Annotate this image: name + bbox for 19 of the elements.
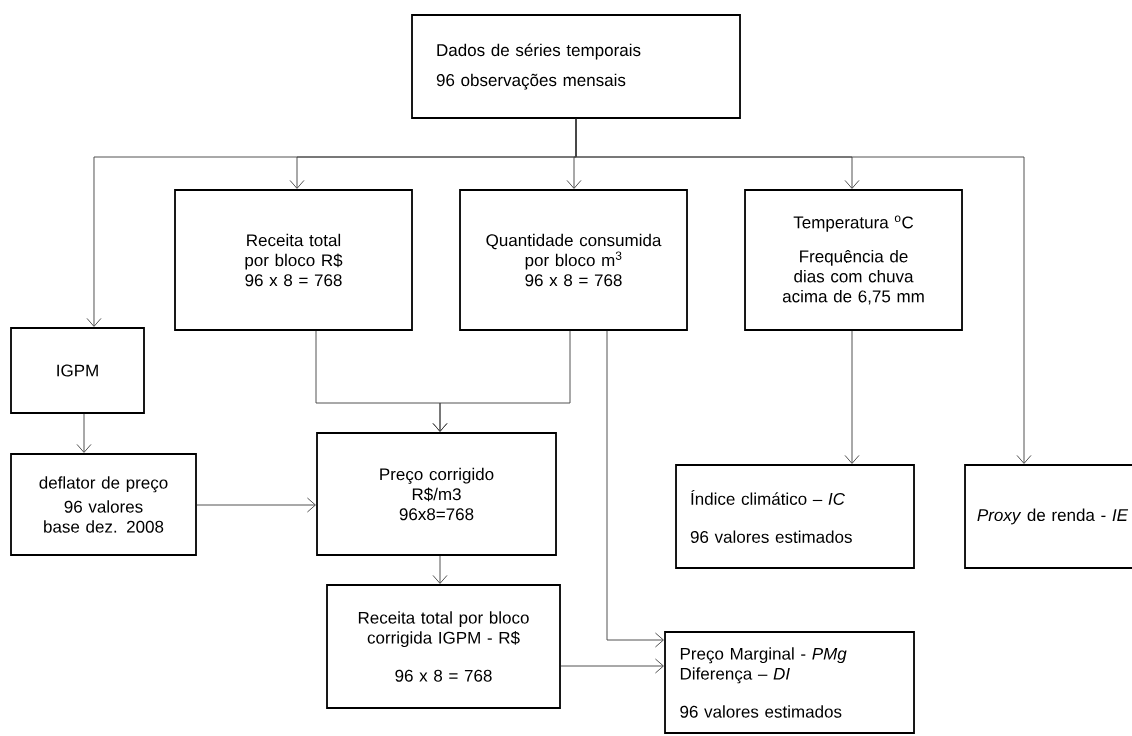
arrow (76, 413, 92, 453)
process-box: IGPM (10, 327, 145, 414)
arrow (560, 658, 664, 674)
arrow (575, 118, 1032, 464)
process-box: Quantidade consumida por bloco m$^{3}$ 96 x 8 = 768 (459, 189, 688, 331)
process-box: Temperatura $^{o}$C Frequência de dias com chuva acima de 6,75 mm (744, 189, 963, 331)
process-box: Receita total por bloco corrigida IGPM - R$ 96 x 8 = 768 (326, 584, 561, 709)
process-box: deflator de preço 96 valores base dez. 2008 (10, 453, 197, 556)
arrow (844, 330, 860, 464)
process-box: Proxy de renda - IE (964, 464, 1132, 569)
process-box: Receita total por bloco R$ 96 x 8 = 768 (174, 189, 413, 331)
process-box: Índice climático – IC 96 valores estimados (675, 464, 915, 569)
arrow (432, 330, 571, 432)
process-box: Dados de séries temporais 96 observações mensais (411, 14, 741, 119)
arrow (606, 330, 664, 648)
arrow (432, 555, 448, 584)
process-box: Preço corrigido R$/m3 96x8=768 (316, 432, 557, 556)
process-box: Preço Marginal - PMg Diferença – DI 96 valores estimados (664, 631, 915, 734)
arrow (196, 497, 316, 513)
